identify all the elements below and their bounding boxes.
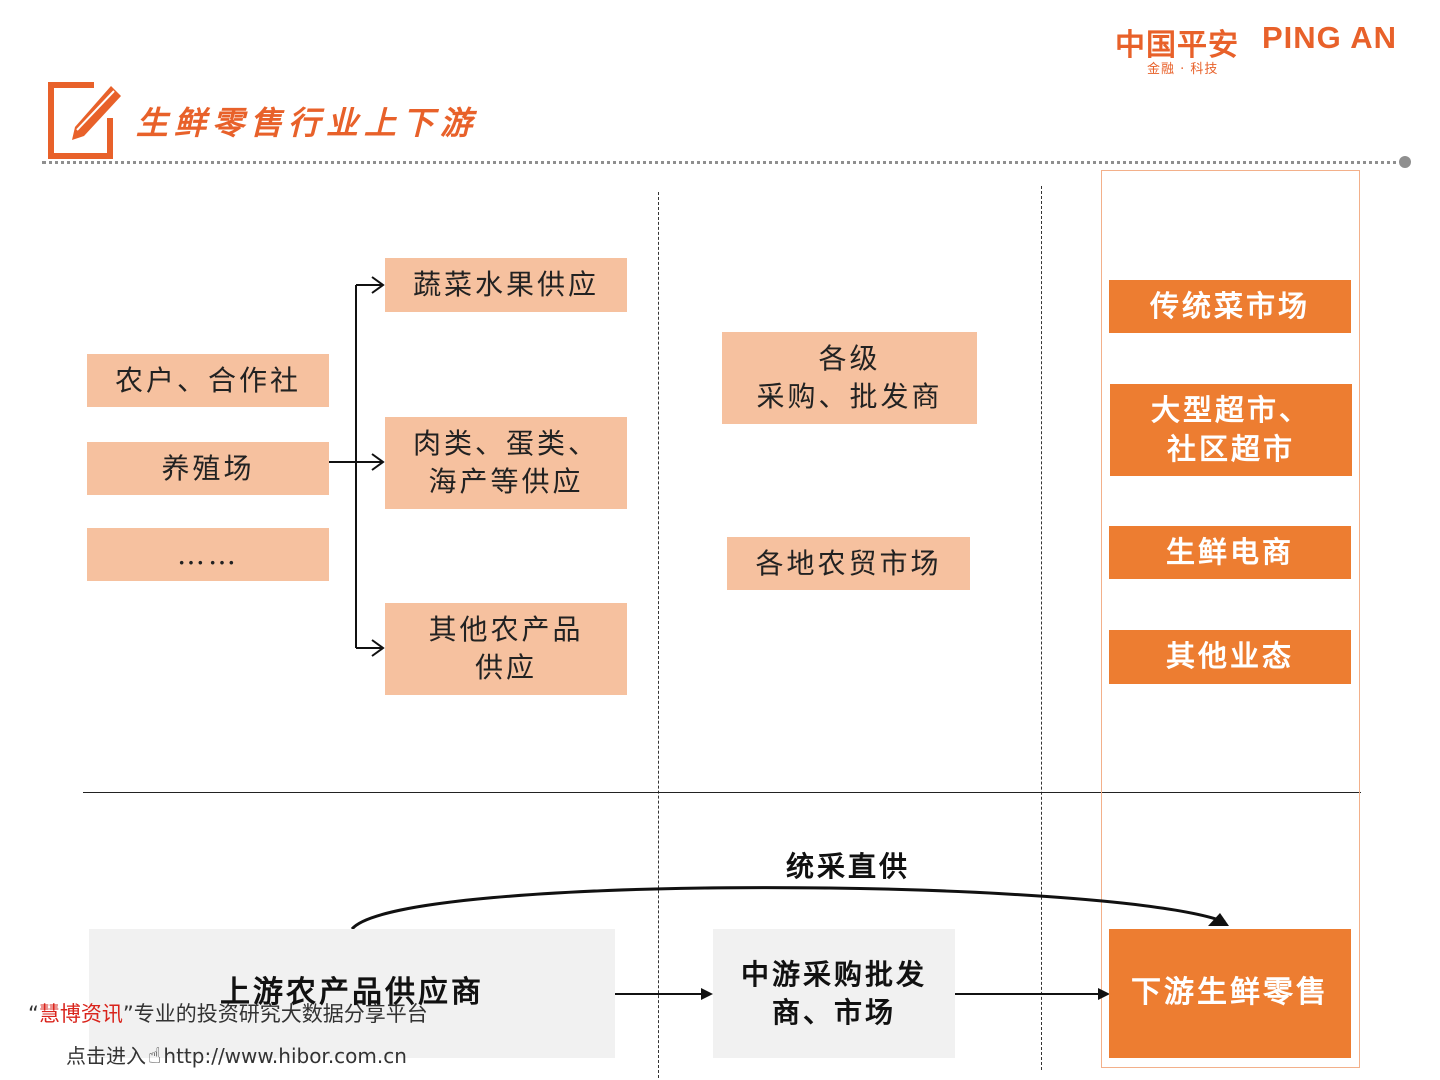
logo-chinese: 中国平安 [1115,28,1239,63]
midstream-box: 中游采购批发 商、市场 [713,929,955,1058]
header-divider [42,161,1404,164]
retail-box-traditional-market: 传统菜市场 [1109,280,1351,333]
flow-arrows [350,886,1229,1000]
middle-box-farmers-markets: 各地农贸市场 [727,537,970,590]
watermark-quote-close: ” [122,1002,134,1026]
retail-column-frame [1101,170,1360,1068]
watermark-quote-open: “ [28,1002,39,1026]
watermark-slogan: 专业的投资研究大数据分享平台 [133,1002,428,1026]
supply-box-veg-fruit: 蔬菜水果供应 [385,258,627,312]
column-divider-2 [1041,186,1042,1070]
retail-box-other-formats: 其他业态 [1109,630,1351,684]
watermark-link[interactable]: 点击进入☝http://www.hibor.com.cn [66,1040,407,1069]
direct-supply-label: 统采直供 [786,850,911,883]
logo-subtitle: 金融 · 科技 [1147,62,1219,77]
header-divider-end [1399,156,1411,168]
upstream-box: 上游农产品供应商 [89,929,615,1058]
supply-box-meat-egg-seafood: 肉类、蛋类、 海产等供应 [385,417,627,509]
source-box-breeding: 养殖场 [87,442,329,495]
logo-english: PING AN [1262,20,1398,55]
supply-box-other-produce: 其他农产品 供应 [385,603,627,695]
page-title: 生鲜零售行业上下游 [136,104,479,142]
source-box-more: …… [87,528,329,581]
watermark-brand: 慧博资讯 [38,1002,123,1026]
column-divider-1 [658,192,659,1078]
watermark-url[interactable]: http://www.hibor.com.cn [163,1044,407,1068]
bracket-arrows [329,276,385,657]
watermark-enter: 点击进入 [66,1044,146,1068]
retail-box-ecommerce: 生鲜电商 [1109,526,1351,579]
section-divider [83,792,1361,793]
pointer-hand-icon: ☝ [148,1044,162,1069]
middle-box-wholesalers: 各级 采购、批发商 [722,332,977,424]
source-box-farmers: 农户、合作社 [87,354,329,407]
watermark-tagline: “慧博资讯”专业的投资研究大数据分享平台 [28,998,428,1028]
edit-icon [48,82,121,159]
downstream-box: 下游生鲜零售 [1109,929,1351,1058]
retail-box-supermarkets: 大型超市、 社区超市 [1110,384,1352,476]
